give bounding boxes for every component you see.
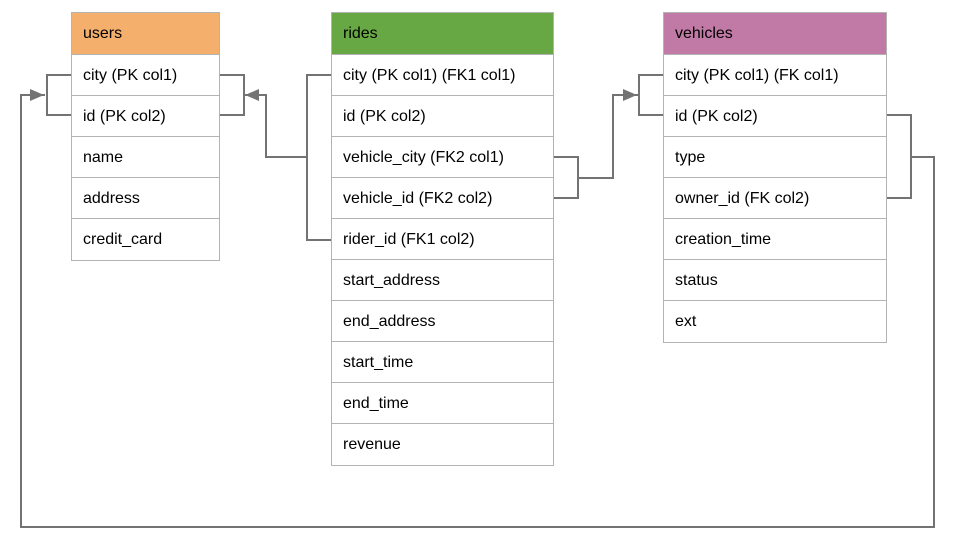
table-vehicles-column-type[interactable]: type bbox=[664, 137, 886, 178]
table-users-column-name[interactable]: name bbox=[72, 137, 219, 178]
table-rides-column-start-address[interactable]: start_address bbox=[332, 260, 553, 301]
connector-rides-fk2-vehicles bbox=[553, 74, 664, 199]
table-rides[interactable]: rides city (PK col1) (FK1 col1) id (PK c… bbox=[331, 12, 554, 466]
table-vehicles-column-id[interactable]: id (PK col2) bbox=[664, 96, 886, 137]
table-vehicles[interactable]: vehicles city (PK col1) (FK col1) id (PK… bbox=[663, 12, 887, 343]
arrow-head-icon bbox=[30, 89, 44, 101]
table-rides-header: rides bbox=[332, 13, 553, 55]
table-vehicles-column-creation-time[interactable]: creation_time bbox=[664, 219, 886, 260]
table-rides-column-id[interactable]: id (PK col2) bbox=[332, 96, 553, 137]
table-vehicles-column-city[interactable]: city (PK col1) (FK col1) bbox=[664, 55, 886, 96]
table-users-column-address[interactable]: address bbox=[72, 178, 219, 219]
connector-rides-fk1-users bbox=[219, 74, 332, 241]
table-rides-column-vehicle-city[interactable]: vehicle_city (FK2 col1) bbox=[332, 137, 553, 178]
table-vehicles-column-status[interactable]: status bbox=[664, 260, 886, 301]
table-rides-column-revenue[interactable]: revenue bbox=[332, 424, 553, 465]
table-users-header: users bbox=[72, 13, 219, 55]
table-users[interactable]: users city (PK col1) id (PK col2) name a… bbox=[71, 12, 220, 261]
table-rides-column-rider-id[interactable]: rider_id (FK1 col2) bbox=[332, 219, 553, 260]
table-vehicles-column-ext[interactable]: ext bbox=[664, 301, 886, 342]
arrow-head-icon bbox=[623, 89, 637, 101]
table-vehicles-column-owner-id[interactable]: owner_id (FK col2) bbox=[664, 178, 886, 219]
table-vehicles-header: vehicles bbox=[664, 13, 886, 55]
table-rides-column-start-time[interactable]: start_time bbox=[332, 342, 553, 383]
table-rides-column-vehicle-id[interactable]: vehicle_id (FK2 col2) bbox=[332, 178, 553, 219]
table-rides-column-end-address[interactable]: end_address bbox=[332, 301, 553, 342]
arrow-head-icon bbox=[245, 89, 259, 101]
table-users-column-city[interactable]: city (PK col1) bbox=[72, 55, 219, 96]
table-rides-column-city[interactable]: city (PK col1) (FK1 col1) bbox=[332, 55, 553, 96]
table-users-column-credit-card[interactable]: credit_card bbox=[72, 219, 219, 260]
table-users-column-id[interactable]: id (PK col2) bbox=[72, 96, 219, 137]
table-rides-column-end-time[interactable]: end_time bbox=[332, 383, 553, 424]
